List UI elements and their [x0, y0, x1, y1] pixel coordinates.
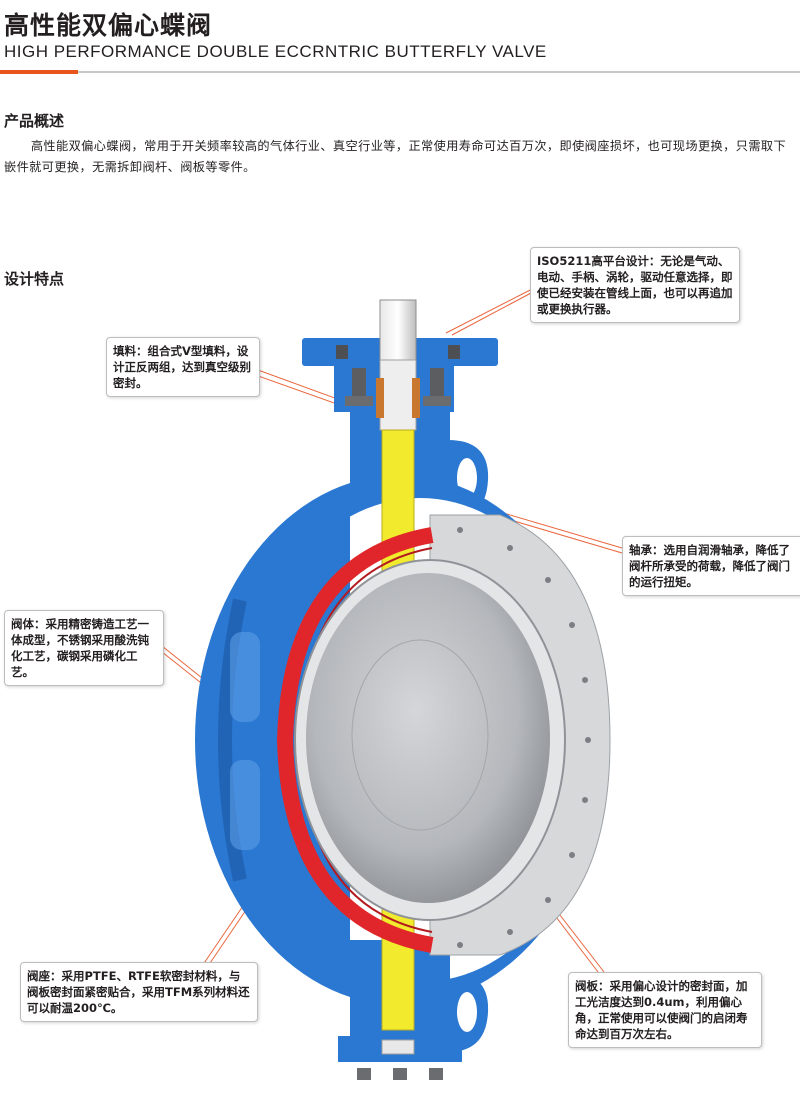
callout-iso5211: ISO5211高平台设计：无论是气动、电动、手柄、涡轮，驱动任意选择，即使已经安… — [530, 247, 740, 323]
page-title: 高性能双偏心蝶阀 — [4, 11, 213, 40]
callout-body: 阀体：采用精密铸造工艺一体成型，不锈钢采用酸洗钝化工艺，碳钢采用磷化工艺。 — [4, 610, 164, 686]
callout-disc: 阀板：采用偏心设计的密封面，加工光洁度达到0.4um，利用偏心角，正常使用可以使… — [568, 972, 762, 1048]
callout-bearing: 轴承：选用自润滑轴承，降低了阀杆所承受的荷载，降低了阀门的运行扭矩。 — [622, 536, 800, 596]
overview-text: 高性能双偏心蝶阀，常用于开关频率较高的气体行业、真空行业等，正常使用寿命可达百万… — [4, 139, 787, 174]
callout-seat: 阀座：采用PTFE、RTFE软密封材料，与阀板密封面紧密贴合，采用TFM系列材料… — [20, 962, 258, 1022]
overview-heading: 产品概述 — [4, 112, 65, 130]
title-accent-bar — [0, 70, 78, 74]
features-heading: 设计特点 — [4, 270, 65, 288]
title-divider — [0, 71, 800, 73]
page-subtitle: HIGH PERFORMANCE DOUBLE ECCRNTRIC BUTTER… — [4, 42, 547, 61]
valve-disc — [294, 559, 566, 921]
callout-packing: 填料：组合式V型填料，设计正反两组，达到真空级别密封。 — [106, 337, 260, 397]
